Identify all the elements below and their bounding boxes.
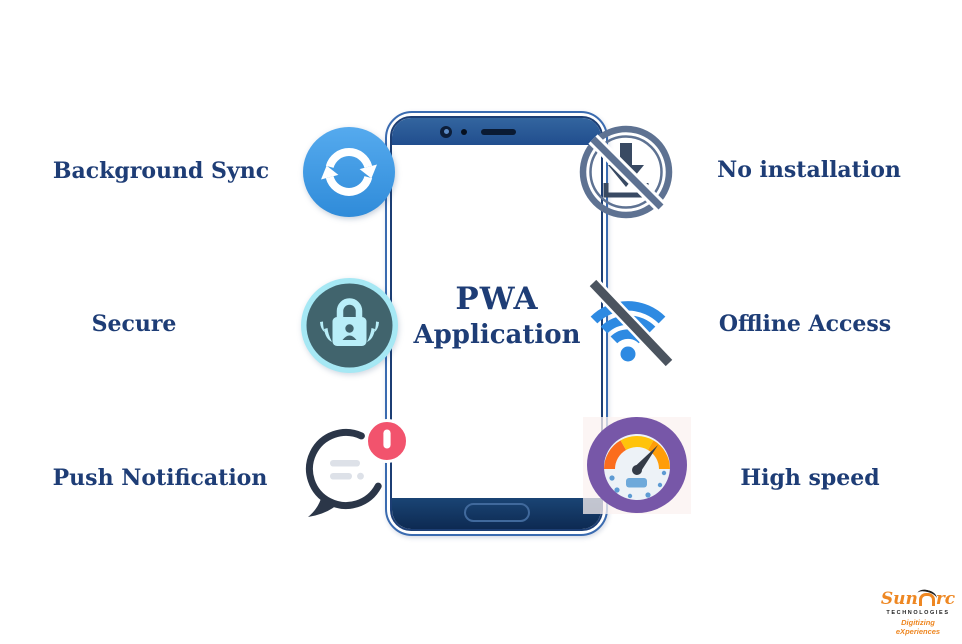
feature-label-offline-access: Offline Access <box>718 311 892 337</box>
phone-bottom-bezel <box>392 498 601 529</box>
secure-lock-icon <box>301 278 398 373</box>
smartphone-frame <box>385 111 608 536</box>
smartphone-screen <box>390 116 603 531</box>
logo-arch-icon <box>918 593 935 606</box>
chat-notification-icon <box>306 419 409 517</box>
logo-subtitle: TECHNOLOGIES <box>886 610 950 616</box>
sensor-dot-icon <box>461 128 467 135</box>
no-install-icon <box>579 125 673 219</box>
front-camera-icon <box>440 125 452 138</box>
logo-tagline: Digitizing eXperiences <box>895 618 941 636</box>
speedometer-icon <box>583 417 691 514</box>
title-line-application: Application <box>413 320 581 351</box>
phone-top-bezel <box>392 118 601 145</box>
page-title: PWA Application <box>396 282 598 350</box>
logo-brand-prefix: Sun <box>880 589 918 609</box>
title-line-pwa: PWA <box>455 281 539 317</box>
feature-label-background-sync: Background Sync <box>52 158 270 184</box>
feature-label-push-notification: Push Notification <box>52 465 268 491</box>
earpiece-speaker-icon <box>481 129 516 135</box>
feature-label-no-installation: No installation <box>717 157 901 183</box>
feature-label-high-speed: High speed <box>740 465 880 491</box>
home-button-icon <box>463 503 530 522</box>
logo-brand-suffix: rc <box>935 589 956 609</box>
feature-label-secure: Secure <box>91 311 177 337</box>
sync-icon <box>303 127 395 217</box>
wifi-off-icon <box>587 278 675 368</box>
